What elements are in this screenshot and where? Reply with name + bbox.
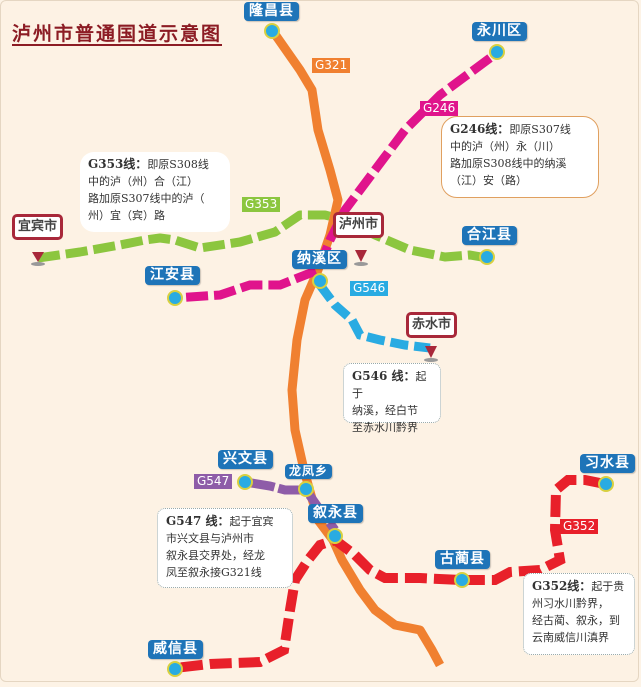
node-jiangan — [167, 290, 183, 306]
note-line: 至赤水川黔界 — [352, 421, 418, 434]
note-line: （江）安（路） — [450, 174, 527, 187]
pin-luzhou: 泸州市 — [333, 212, 385, 238]
note-line: 凤至叙永接G321线 — [166, 566, 262, 579]
node-weixin — [167, 661, 183, 677]
label-longchang: 隆昌县 — [244, 2, 299, 21]
note-line: 起于宜宾 — [229, 515, 274, 528]
route-g321 — [268, 27, 444, 668]
note-line: 中的泸（州）永（川） — [450, 140, 560, 153]
note-line: 纳溪，经白节 — [352, 404, 418, 417]
node-longfeng — [298, 481, 314, 497]
tag-g246: G246 — [420, 101, 459, 116]
note-g546: G546 线：起于 纳溪，经白节 至赤水川黔界 — [343, 363, 441, 434]
note-line: 叙永县交界处，经龙 — [166, 549, 265, 562]
node-gulin — [454, 572, 470, 588]
note-line: 中的泸（州）合（江） — [88, 175, 198, 188]
label-jiangan: 江安县 — [145, 266, 200, 285]
note-g547: G547 线：起于宜宾 市兴文县与泸州市 叙永县交界处，经龙 凤至叙永接G321… — [157, 508, 293, 588]
note-line: 州习水川黔界， — [532, 597, 609, 610]
note-g353: G353线：即原S308线 中的泸（州）合（江） 路加原S307线中的泸（ 州）… — [80, 152, 230, 232]
note-line: 起于 — [352, 370, 427, 400]
node-xishui — [598, 476, 614, 492]
note-g547-head: G547 线： — [166, 514, 230, 528]
label-xingwen: 兴文县 — [218, 450, 273, 469]
note-g352-head: G352线： — [532, 579, 592, 593]
note-line: 即原S308线 — [147, 158, 209, 171]
node-hejiang — [479, 249, 495, 265]
pin-chishui: 赤水市 — [406, 312, 458, 338]
label-naxi: 纳溪区 — [292, 250, 347, 269]
note-line: 起于贵 — [591, 580, 625, 593]
note-g246-head: G246线： — [450, 122, 510, 136]
label-xishui: 习水县 — [580, 454, 635, 473]
node-xingwen — [237, 474, 253, 490]
note-line: 路加原S307线中的泸（ — [88, 192, 205, 205]
note-line: 即原S307线 — [509, 123, 571, 136]
route-g353 — [37, 210, 488, 263]
label-weixin: 威信县 — [148, 640, 203, 659]
label-longfeng: 龙凤乡 — [285, 464, 333, 479]
route-g246 — [174, 54, 493, 303]
node-naxi — [312, 273, 328, 289]
tag-g353: G353 — [242, 197, 281, 212]
tag-g546: G546 — [350, 281, 389, 296]
label-hejiang: 合江县 — [462, 226, 517, 245]
note-line: 路加原S308线中的纳溪 — [450, 157, 567, 170]
pin-yibin: 宜宾市 — [12, 214, 64, 240]
label-gulin: 古蔺县 — [435, 550, 490, 569]
tag-g547: G547 — [194, 474, 233, 489]
note-g353-head: G353线： — [88, 157, 148, 171]
note-g546-head: G546 线： — [352, 369, 416, 383]
note-line: 州）宜（宾）路 — [88, 209, 165, 222]
route-g546 — [316, 282, 431, 353]
note-line: 市兴文县与泸州市 — [166, 532, 254, 545]
node-xuyong — [327, 528, 343, 544]
note-g246: G246线：即原S307线 中的泸（州）永（川） 路加原S308线中的纳溪 （江… — [441, 116, 599, 198]
route-g352 — [174, 475, 606, 673]
map-title: 泸州市普通国道示意图 — [12, 23, 223, 46]
note-g352: G352线：起于贵 州习水川黔界， 经古蔺、叙永，到 云南威信川滇界 — [523, 573, 635, 655]
label-yongchuan: 永川区 — [472, 22, 527, 41]
tag-g352: G352 — [560, 519, 599, 534]
note-line: 经古蔺、叙永，到 — [532, 614, 620, 627]
node-yongchuan — [489, 44, 505, 60]
node-longchang — [264, 23, 280, 39]
label-xuyong: 叙永县 — [308, 504, 363, 523]
tag-g321: G321 — [312, 58, 351, 73]
note-line: 云南威信川滇界 — [532, 631, 609, 644]
